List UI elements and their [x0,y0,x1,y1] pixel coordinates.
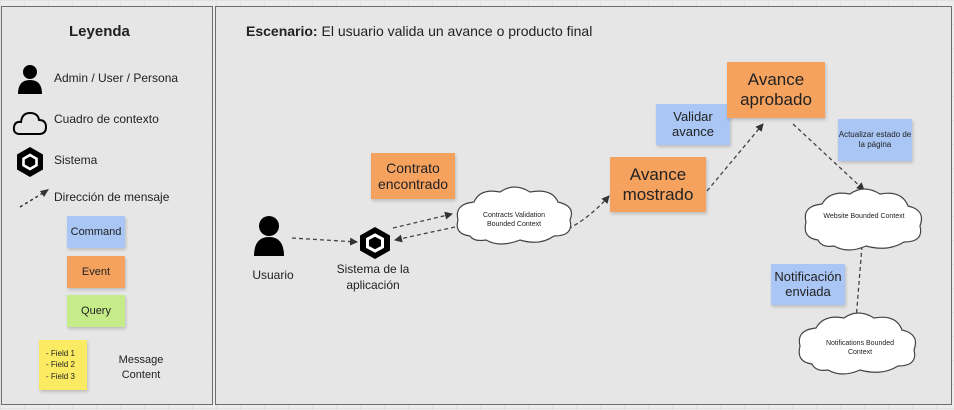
arrow-contracts-to-mostrado [561,195,610,233]
legend-context-label: Cuadro de contexto [54,112,159,126]
arrow-contracts-to-system [394,226,456,243]
arrow-system-to-contracts [392,211,453,229]
cloud-icon [12,111,48,135]
arrow-user-to-system [291,237,358,246]
website-cloud [804,188,923,251]
command-validar-avance: Validar avance [656,104,730,145]
field-1: - Field 1 [46,348,75,358]
field-2: - Field 2 [46,360,75,370]
scenario-label: Escenario: [246,23,318,39]
event-contrato-encontrado: Contrato encontrado [371,153,455,199]
system-hexagon-icon [360,227,390,259]
arrow-mostrado-to-aprobado [706,123,764,192]
arrow-website-to-notifications [852,245,863,321]
command-notificacion-enviada: Notificación enviada [771,264,845,305]
contracts-cloud [456,186,573,245]
notifications-cloud-label: Notifications Bounded Context [825,340,895,357]
notifications-cloud [798,312,917,375]
user-label: Usuario [252,268,294,282]
arrow-icon [19,189,49,208]
hexagon-icon [17,147,43,177]
legend-query-note: Query [67,295,125,327]
legend-direction-label: Dirección de mensaje [54,190,170,204]
field-3: - Field 3 [46,371,75,381]
scenario-text: El usuario valida un avance o producto f… [321,23,593,39]
legend-panel: Leyenda Admin / User / Persona Cuadro de… [1,6,213,405]
person-icon [18,65,42,94]
legend-system-label: Sistema [54,153,98,167]
command-actualizar-estado: Actualizar estado de la página [838,119,912,161]
contracts-cloud-label: Contracts Validation Bounded Context [482,212,546,229]
legend-message-note: - Field 1 - Field 2 - Field 3 [39,340,87,390]
legend-event-note: Event [67,256,125,288]
legend-title: Leyenda [69,23,130,40]
legend-command-note: Command [67,216,125,248]
arrow-aprobado-to-website [792,123,865,191]
legend-message-content-label: Message Content [118,354,164,382]
user-person-icon [254,216,284,256]
system-label: Sistema de la aplicación [336,262,410,292]
scenario-heading: Escenario: El usuario valida un avance o… [246,23,592,39]
website-cloud-label: Website Bounded Context [823,213,905,220]
event-avance-mostrado: Avance mostrado [610,157,706,212]
event-avance-aprobado: Avance aprobado [727,62,825,118]
legend-person-label: Admin / User / Persona [54,71,179,85]
